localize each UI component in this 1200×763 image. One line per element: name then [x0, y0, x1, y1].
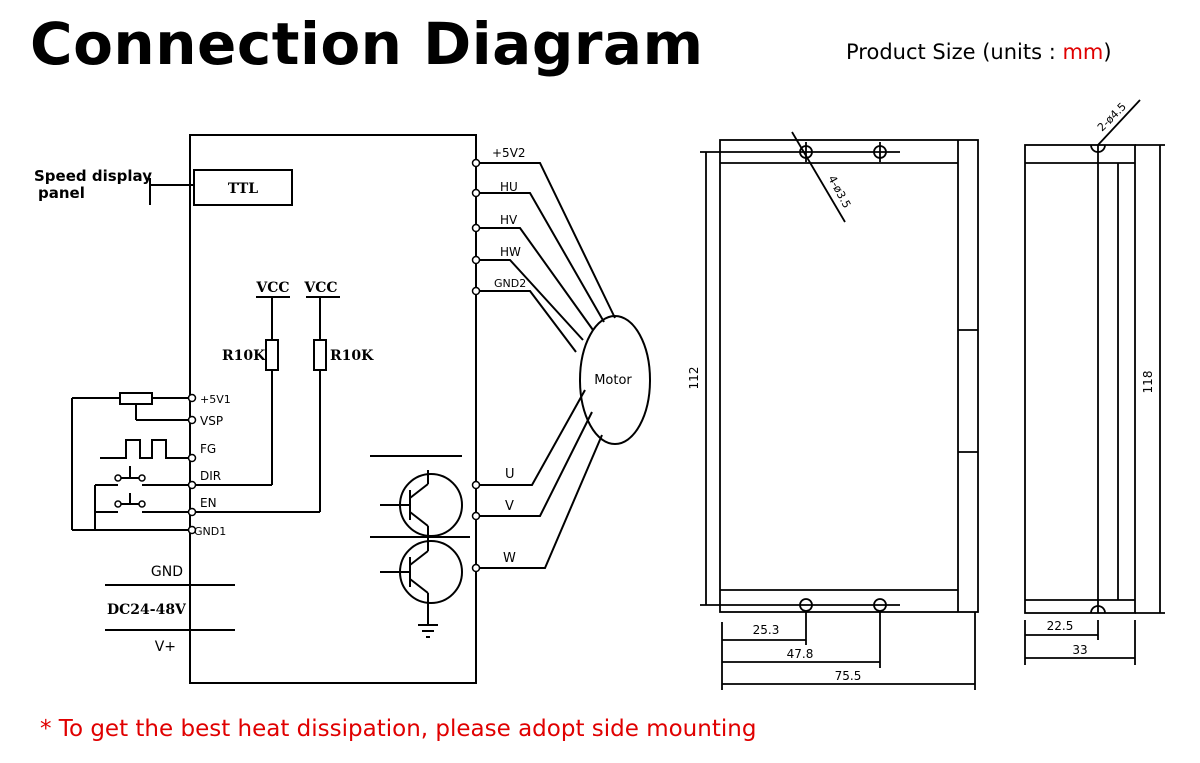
dim-22-5: 22.5 [1047, 619, 1074, 633]
wire-u [479, 389, 586, 486]
page-title: Connection Diagram [30, 10, 704, 78]
front-height-dim: 112 [687, 367, 701, 390]
phase-terminal-label: V [505, 499, 514, 514]
terminal-label: GND1 [194, 525, 226, 538]
size-unit: mm [1062, 40, 1104, 64]
resistor-label-1: R10K [222, 348, 266, 364]
resistor-2 [313, 339, 327, 371]
wire-hu [479, 192, 605, 323]
terminal-label: VSP [200, 414, 223, 428]
fg-pulse [100, 439, 192, 459]
motor-label: Motor [594, 373, 632, 388]
phase-terminal-label: U [505, 467, 515, 482]
speed-display-label-1: Speed display [34, 167, 152, 185]
wire-5v2 [479, 162, 616, 319]
dim-25-3: 25.3 [753, 623, 780, 637]
hall-terminal-label: HV [500, 213, 518, 227]
ttl-label: TTL [228, 181, 258, 197]
wire-w [479, 434, 603, 569]
ttl-box [193, 169, 293, 206]
speed-display-label-2: panel [38, 184, 85, 202]
terminal-label: +5V1 [200, 393, 231, 406]
resistor-label-2: R10K [330, 348, 374, 364]
hall-terminal-label: HW [500, 245, 521, 259]
front-view [700, 131, 979, 690]
terminal-label: FG [200, 442, 216, 456]
hall-terminal-label: HU [500, 180, 518, 194]
vcc-label-2: VCC [303, 280, 337, 296]
motor [579, 315, 651, 445]
dim-47-8: 47.8 [787, 647, 814, 661]
size-label-suffix: ) [1103, 40, 1112, 64]
side-height-dim: 118 [1141, 371, 1155, 394]
size-label-prefix: Product Size (units : [846, 40, 1063, 64]
terminal-label: EN [200, 496, 217, 510]
gnd-label: GND [151, 564, 183, 580]
potentiometer [119, 392, 153, 405]
dim-33: 33 [1072, 643, 1087, 657]
hall-terminal-label: +5V2 [492, 146, 526, 160]
wire-hw [479, 259, 584, 341]
wire-v [479, 411, 593, 517]
front-hole-dim: 4-ø3.5 [825, 173, 853, 210]
side-view [1024, 99, 1165, 665]
dim-75-5: 75.5 [835, 669, 862, 683]
phase-terminal-label: W [503, 551, 516, 566]
controller-box [189, 134, 477, 684]
terminal-label: DIR [200, 469, 221, 483]
vcc-label-1: VCC [255, 280, 289, 296]
vplus-label: V+ [155, 639, 176, 655]
resistor-1 [265, 339, 279, 371]
hall-terminal-label: GND2 [494, 277, 526, 290]
mounting-note: * To get the best heat dissipation, plea… [40, 716, 757, 742]
wire-hv [479, 227, 594, 331]
wire-gnd2 [479, 290, 577, 353]
power-label: DC24-48V [107, 602, 187, 618]
product-size-label: Product Size (units : mm) [846, 40, 1112, 64]
